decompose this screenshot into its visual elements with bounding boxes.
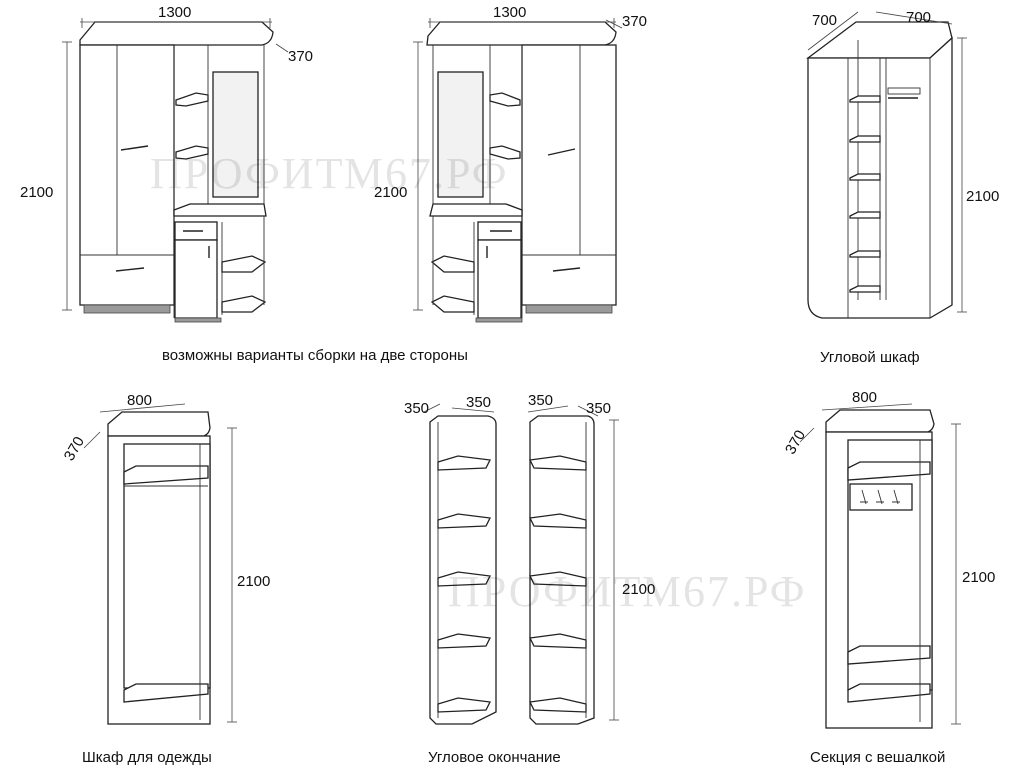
wardrobe-left-width-label: 1300 [158,4,191,21]
corner-ending-left-b-label: 350 [466,394,491,411]
wardrobe-left-depth-label: 370 [288,48,313,65]
corner-ending-caption: Угловое окончание [428,749,561,766]
wardrobe-right-width-label: 1300 [493,4,526,21]
clothes-wardrobe-drawing [83,403,237,725]
wardrobe-right-depth-label: 370 [622,13,647,30]
corner-ending-right-b-label: 350 [586,400,611,417]
hanger-section-drawing [799,403,961,729]
clothes-wardrobe-caption: Шкаф для одежды [82,749,212,766]
corner-wardrobe-width-left-label: 700 [812,12,837,29]
corner-wardrobe-height-label: 2100 [966,188,999,205]
hanger-section-caption: Секция с вешалкой [810,749,945,766]
assembly-caption: возможны варианты сборки на две стороны [162,347,468,364]
wardrobe-left-height-label: 2100 [20,184,53,201]
wardrobe-right-drawing [413,18,623,323]
corner-ending-height-label: 2100 [622,581,655,598]
wardrobe-left-drawing [62,18,289,323]
corner-wardrobe-drawing [806,11,967,319]
corner-ending-left-a-label: 350 [404,400,429,417]
watermark-bottom: ПРОФИТМ67.РФ [448,567,807,616]
clothes-wardrobe-height-label: 2100 [237,573,270,590]
wardrobe-right-height-label: 2100 [374,184,407,201]
hanger-section-height-label: 2100 [962,569,995,586]
hanger-section-width-label: 800 [852,389,877,406]
watermark-top: ПРОФИТМ67.РФ [150,149,509,198]
corner-wardrobe-width-right-label: 700 [906,9,931,26]
corner-ending-drawing [423,403,619,725]
corner-wardrobe-caption: Угловой шкаф [820,349,920,366]
corner-ending-right-a-label: 350 [528,392,553,409]
clothes-wardrobe-depth-label: 370 [61,434,88,464]
clothes-wardrobe-width-label: 800 [127,392,152,409]
hanger-section-depth-label: 370 [782,427,809,457]
